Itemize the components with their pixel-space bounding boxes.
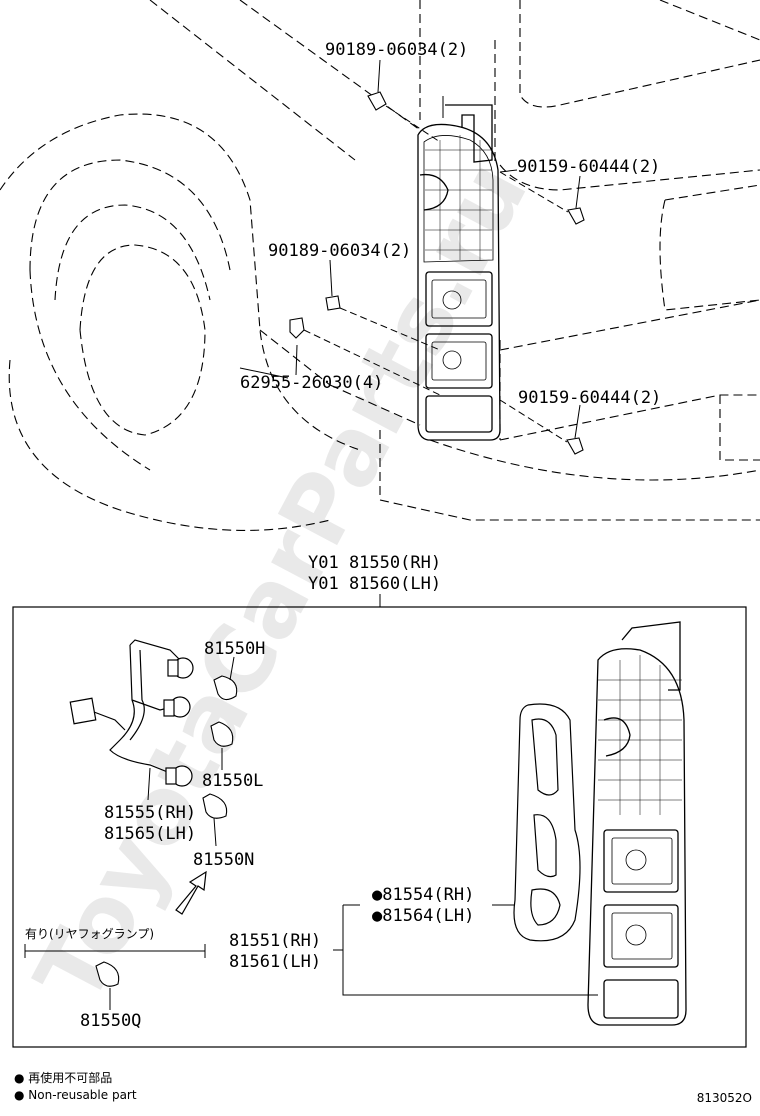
label-socket-rh: 81555(RH) — [104, 803, 196, 823]
bulb-icons — [95, 675, 238, 987]
option-note: 有り(リヤフォグランプ) — [25, 927, 154, 941]
tail-lamp-lens — [587, 621, 687, 1026]
label-bulb-q: 81550Q — [80, 1011, 141, 1031]
clip-icon — [325, 295, 341, 311]
wire-harness — [69, 639, 194, 787]
label-clip-mid: 90189-06034(2) — [268, 241, 411, 261]
vehicle-body-outline — [0, 0, 760, 531]
bulb-icon — [210, 721, 234, 747]
bulb-icon — [202, 793, 228, 819]
retainer-icon — [289, 317, 305, 339]
label-bulb-l: 81550L — [202, 771, 263, 791]
screw-icon — [566, 437, 584, 455]
label-clip-top: 90189-06034(2) — [325, 40, 468, 60]
legend-jp: ● 再使用不可部品 — [14, 1070, 112, 1085]
assembly-box — [12, 606, 747, 1048]
label-bulb-h: 81550H — [204, 639, 265, 659]
label-assy-rh: Y01 81550(RH) — [308, 553, 441, 573]
front-arrow-icon — [175, 870, 207, 915]
label-retainer: 62955-26030(4) — [240, 373, 383, 393]
bulb-icon — [95, 961, 120, 987]
rear-wheel — [29, 159, 231, 471]
figure-number: 813052O — [697, 1091, 752, 1105]
tail-lamp-installed — [417, 104, 501, 441]
label-screw-bottom: 90159-60444(2) — [518, 388, 661, 408]
label-bulb-n: 81550N — [193, 850, 254, 870]
gasket — [513, 703, 581, 942]
label-gasket-lh: ●81564(LH) — [372, 906, 474, 926]
label-assy-lh: Y01 81560(LH) — [308, 574, 441, 594]
bulb-icon — [213, 675, 238, 701]
leader-lines-box — [24, 656, 598, 1010]
label-gasket-rh: ●81554(RH) — [372, 885, 474, 905]
screw-icon — [567, 207, 585, 225]
label-socket-lh: 81565(LH) — [104, 824, 196, 844]
leader-lines-top — [239, 59, 581, 439]
clip-icon — [367, 91, 387, 111]
label-lens-lh: 81561(LH) — [229, 952, 321, 972]
fastener-icons-top — [289, 91, 585, 455]
label-screw-top: 90159-60444(2) — [517, 157, 660, 177]
label-lens-rh: 81551(RH) — [229, 931, 321, 951]
install-dashed-lines — [303, 105, 569, 443]
legend-en: ● Non-reusable part — [14, 1088, 137, 1102]
